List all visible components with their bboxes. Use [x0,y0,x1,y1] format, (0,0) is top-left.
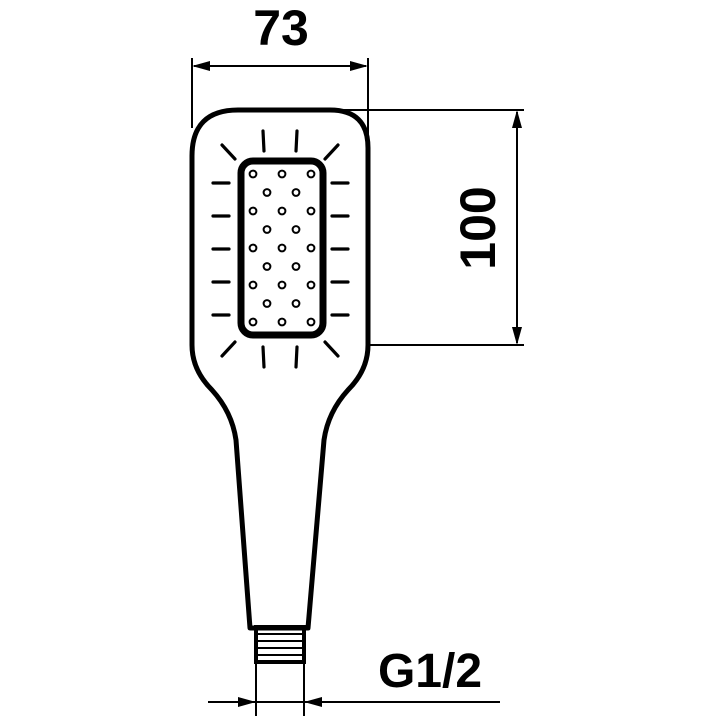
inner-nozzle [306,280,316,290]
inner-nozzle [262,299,272,308]
inner-nozzle [291,299,301,308]
inner-nozzle [306,169,316,179]
height-label: 100 [450,186,506,269]
outer-nozzle [323,143,340,161]
outer-nozzle [220,340,237,358]
width-dimension [191,58,369,140]
inner-nozzle [277,243,287,253]
outer-nozzle [261,129,266,153]
inner-nozzle [262,188,272,197]
inner-nozzle [277,206,287,216]
thread-connector [254,625,306,664]
inner-nozzle [248,317,258,327]
inner-nozzle [248,280,258,290]
inner-nozzle [262,225,272,234]
inner-nozzle [248,243,258,253]
inner-nozzle [262,262,272,271]
spray-face-panel [237,157,327,339]
inner-nozzle [248,206,258,216]
inner-nozzle [248,169,258,179]
outer-nozzle-ring [211,129,350,369]
width-label: 73 [253,0,309,56]
outer-nozzle [323,340,340,358]
height-dimension [300,109,524,346]
handset-outline [189,107,371,631]
outer-nozzle [220,143,237,161]
outer-nozzle [261,345,266,369]
inner-nozzle [277,169,287,179]
inner-nozzle [306,206,316,216]
inner-nozzle [306,243,316,253]
outer-nozzle [294,345,299,369]
inner-nozzle-grid [248,169,316,327]
inner-nozzle [291,262,301,271]
inner-nozzle [291,188,301,197]
inner-nozzle [306,317,316,327]
inner-nozzle [277,280,287,290]
thread-dimension [208,662,500,716]
thread-label: G1/2 [378,645,482,698]
inner-nozzle [291,225,301,234]
outer-nozzle [294,129,299,153]
inner-nozzle [277,317,287,327]
